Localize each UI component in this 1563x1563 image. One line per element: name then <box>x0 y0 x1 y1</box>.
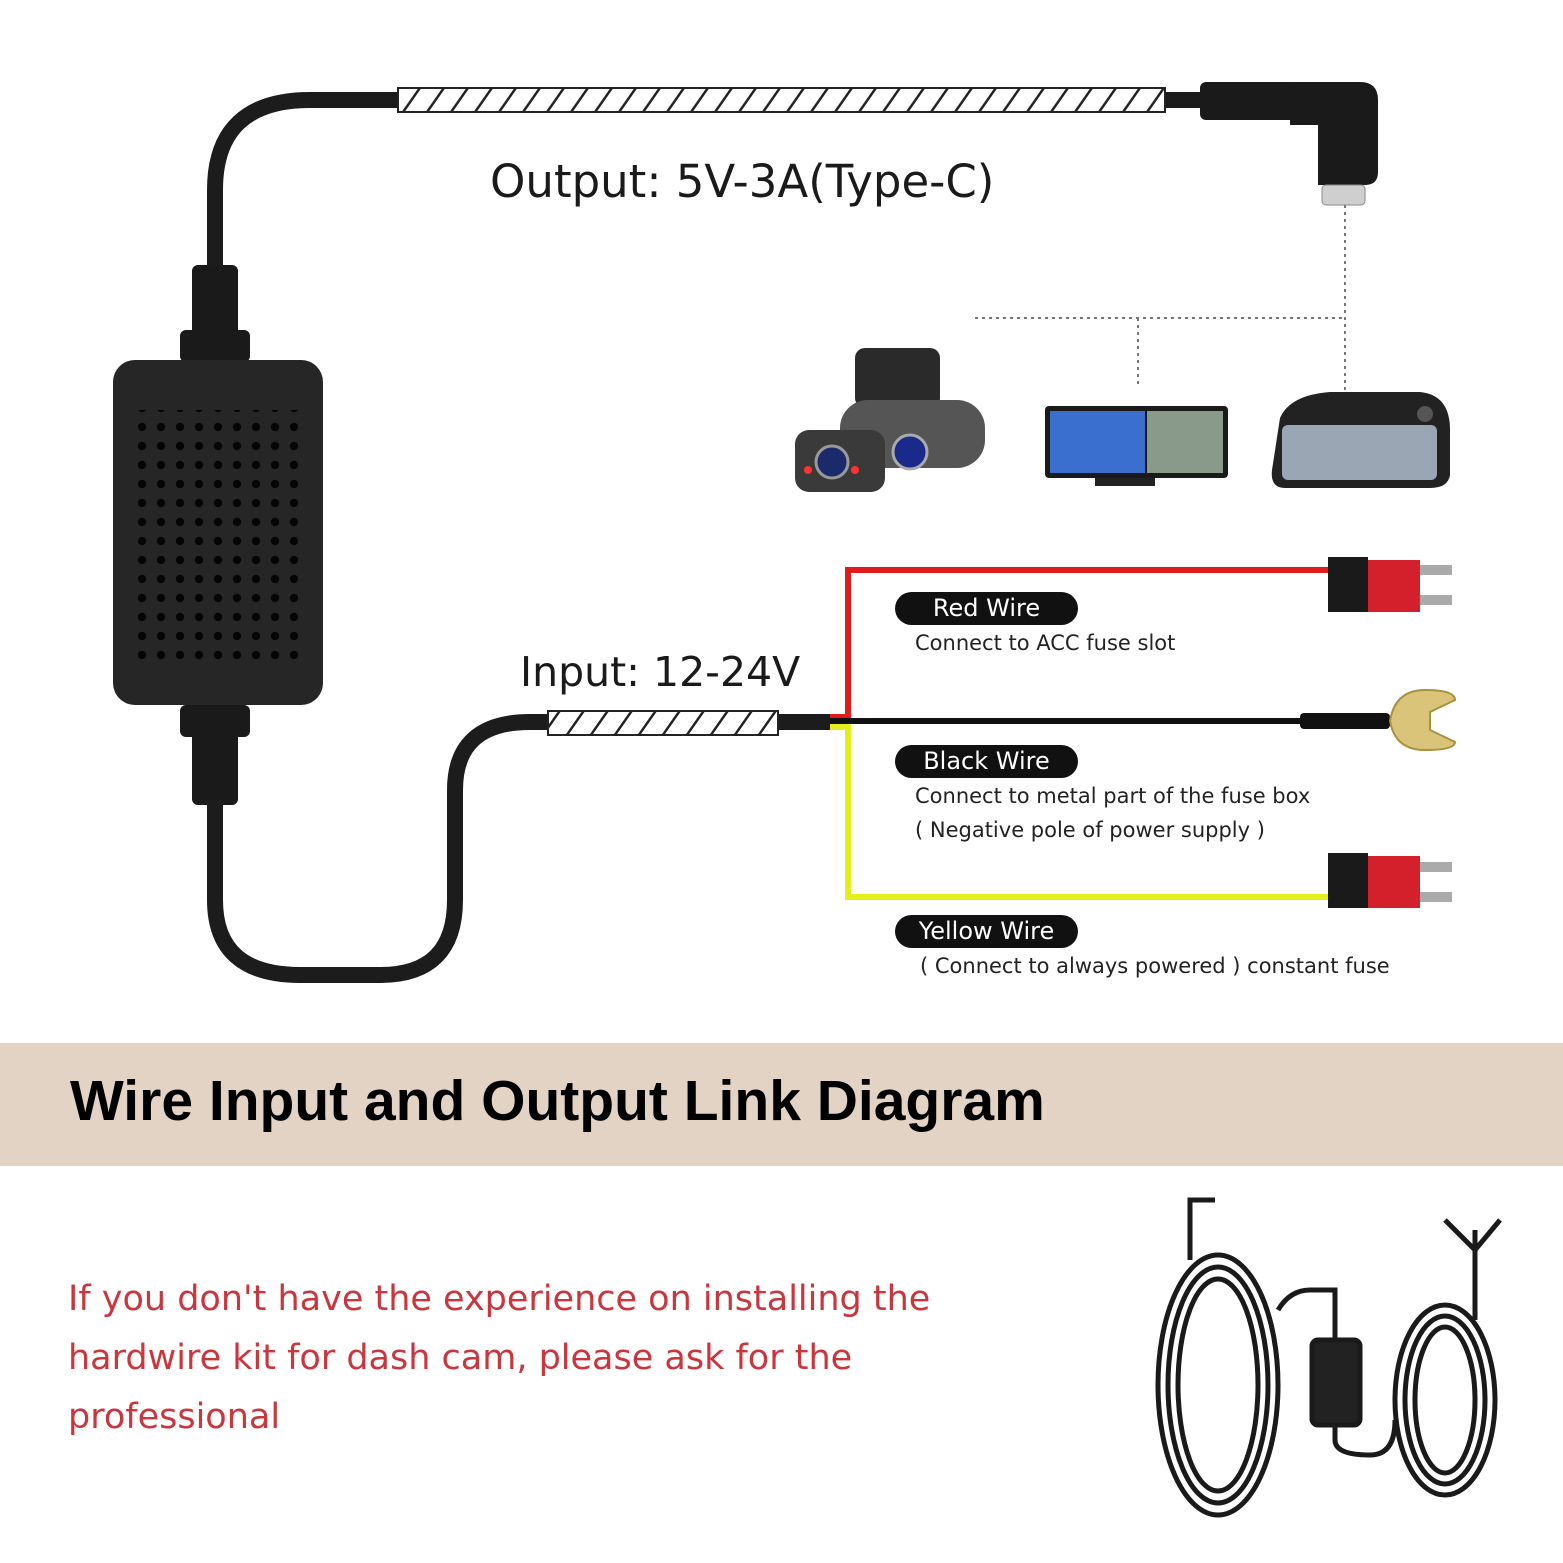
page-title: Wire Input and Output Link Diagram <box>70 1069 1045 1133</box>
yellow-wire-badge: Yellow Wire <box>895 915 1078 948</box>
mirror-dash-cam-icon <box>1271 392 1450 488</box>
black-wire-description: Connect to metal part of the fuse box <box>915 784 1311 808</box>
carplay-screen-icon <box>1045 406 1228 486</box>
black-wire-description-note: ( Negative pole of power supply ) <box>915 818 1265 842</box>
converter-box-icon <box>113 360 323 705</box>
black-wire-badge: Black Wire <box>895 745 1078 778</box>
red-wire-badge: Red Wire <box>895 592 1078 625</box>
yellow-wire-description: ( Connect to always powered ) constant f… <box>920 954 1390 978</box>
hardwire-kit-coil-icon <box>1155 1197 1502 1518</box>
title-banner <box>0 1043 1563 1166</box>
output-cable <box>207 92 1210 270</box>
lower-strain-relief-icon <box>180 705 250 805</box>
installation-note: If you don't have the experience on inst… <box>68 1279 931 1437</box>
red-wire <box>830 567 1335 720</box>
input-sleeve <box>547 710 779 736</box>
output-label: Output: 5V-3A(Type-C) <box>490 155 995 208</box>
fuse-tap-icon <box>1328 853 1452 908</box>
ring-terminal-icon <box>1388 688 1457 752</box>
red-wire-description: Connect to ACC fuse slot <box>915 631 1176 655</box>
fuse-tap-icon <box>1328 557 1452 612</box>
dash-cam-icon <box>795 348 985 492</box>
upper-strain-relief-icon <box>180 265 250 365</box>
output-sleeve <box>397 87 1166 113</box>
input-label: Input: 12-24V <box>520 648 801 696</box>
input-cable <box>207 714 830 983</box>
type-c-connector-icon <box>1200 82 1378 206</box>
yellow-wire <box>830 724 1335 900</box>
